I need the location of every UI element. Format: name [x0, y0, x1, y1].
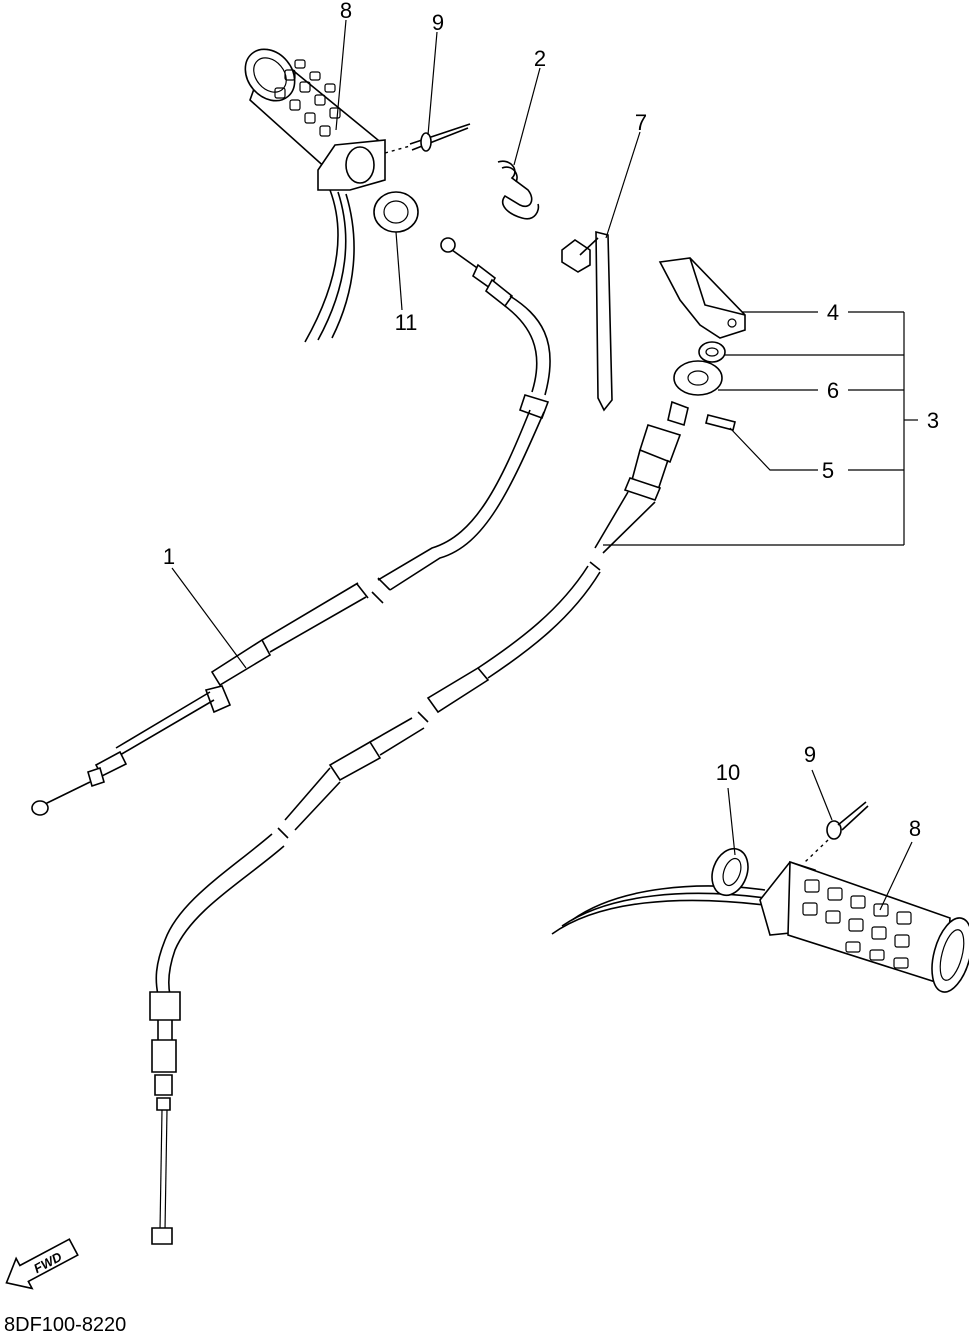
ring-11 — [373, 191, 419, 233]
ring-10 — [711, 847, 749, 897]
bracket-4 — [658, 257, 746, 339]
callout-9-top: 9 — [432, 10, 444, 35]
callout-2: 2 — [534, 46, 546, 71]
callout-4: 4 — [827, 300, 839, 325]
leader-lines — [171, 19, 918, 911]
callout-10: 10 — [716, 760, 740, 785]
pin-5 — [705, 414, 736, 431]
callout-3: 3 — [927, 408, 939, 433]
callout-1: 1 — [163, 544, 175, 569]
fwd-arrow-icon: FWD — [5, 1238, 79, 1290]
callout-11: 11 — [395, 310, 418, 335]
screw-9-bottom — [804, 801, 869, 863]
callout-5: 5 — [822, 458, 834, 483]
callout-9-bottom: 9 — [804, 742, 816, 767]
callout-6: 6 — [827, 378, 839, 403]
cable-2 — [149, 400, 689, 1245]
cable-1 — [31, 237, 551, 816]
clip-2 — [497, 160, 540, 220]
callout-8-top: 8 — [340, 0, 352, 23]
cable-tie-7 — [561, 230, 613, 412]
washer-6 — [673, 360, 723, 396]
callout-8-bottom: 8 — [909, 816, 921, 841]
nut-3 — [698, 341, 726, 363]
grip-left — [244, 48, 386, 343]
grip-right — [551, 860, 969, 993]
diagram-code: 8DF100-8220 — [4, 1314, 127, 1336]
screw-9-top — [384, 123, 471, 154]
callout-7: 7 — [635, 110, 647, 135]
